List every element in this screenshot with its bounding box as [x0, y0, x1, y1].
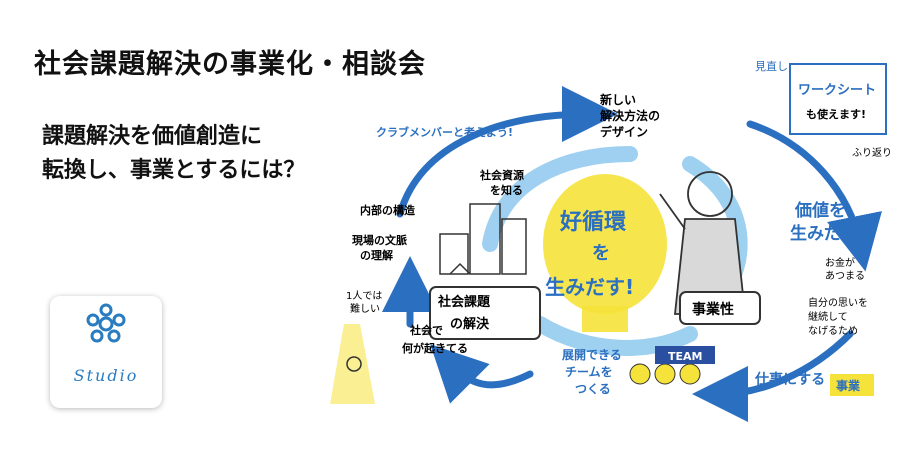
- society-text: 社会で: [409, 323, 443, 337]
- money-text: お金が: [825, 256, 855, 269]
- svg-text:を: を: [592, 243, 610, 264]
- think-together-text: クラブメンバーと考えよう!: [376, 125, 513, 139]
- social-issue-text: 社会課題: [437, 294, 491, 310]
- page-title: 社会課題解決の事業化・相談会: [34, 49, 426, 80]
- team-text: 展開できる: [562, 348, 622, 362]
- create-value-text: 価値を: [794, 200, 846, 221]
- know-resources-text: 社会資源: [479, 168, 524, 182]
- business-node: [679, 291, 761, 325]
- review-text: 見直し: [755, 59, 788, 73]
- svg-text:難しい: 難しい: [350, 302, 380, 315]
- reflect-text: ふり返り: [852, 147, 892, 159]
- worksheet-box: [789, 63, 887, 135]
- center-label: 好循環: [559, 209, 627, 235]
- svg-text:継続して: 継続して: [808, 310, 848, 323]
- subtitle-line-1: 課題解決を価値創造に: [42, 124, 263, 149]
- worksheet-text: ワークシート: [798, 83, 876, 98]
- subtitle-line-2: 転換し、事業とするには？: [42, 158, 306, 183]
- lightbulb-icon: [543, 174, 667, 332]
- make-job-text: 仕事にする: [754, 371, 825, 388]
- svg-text:の解決: の解決: [450, 316, 490, 332]
- design-text: 新しい: [600, 92, 636, 107]
- person-spotlight-icon: [330, 324, 375, 404]
- context-text: 現場の文脈: [352, 233, 407, 247]
- svg-text:解決方法の: 解決方法の: [600, 108, 660, 123]
- svg-text:生みだす: 生みだす: [790, 223, 858, 244]
- buildings-icon: [439, 203, 527, 275]
- svg-text:あつまる: あつまる: [825, 270, 865, 282]
- svg-text:何が起きてる: 何が起きてる: [402, 341, 468, 355]
- continue-text: 自分の思いを: [808, 296, 868, 309]
- svg-text:生みだす!: 生みだす!: [545, 275, 634, 299]
- flower-icon: [86, 303, 126, 343]
- social-issue-node: [429, 286, 541, 340]
- internal-structure-text: 内部の構造: [360, 203, 416, 217]
- svg-text:デザイン: デザイン: [600, 124, 648, 139]
- svg-text:も使えます!: も使えます!: [806, 107, 866, 121]
- business-text: 事業性: [692, 301, 734, 318]
- alone-hard-text: 1人では: [346, 290, 382, 302]
- svg-text:の理解: の理解: [360, 248, 393, 262]
- team-banner: [655, 346, 715, 364]
- cycle-arrows: [382, 86, 882, 422]
- svg-text:事業: 事業: [836, 378, 861, 393]
- svg-text:つくる: つくる: [575, 382, 611, 396]
- svg-text:TEAM: TEAM: [668, 350, 702, 363]
- svg-text:なげるため: なげるため: [808, 325, 858, 337]
- logo-text: Studio: [73, 366, 139, 385]
- team-people-icon: [629, 363, 701, 385]
- svg-text:チームを: チームを: [565, 365, 613, 379]
- svg-text:を知る: を知る: [490, 183, 523, 197]
- job-sign: [830, 374, 874, 396]
- studio-logo: Studio: [50, 296, 162, 408]
- graphic-recording-illustration: 好循環 を 生みだす! 社会課題 の解決 事業性 価値を 生みだす 新しい 解決…: [330, 44, 920, 450]
